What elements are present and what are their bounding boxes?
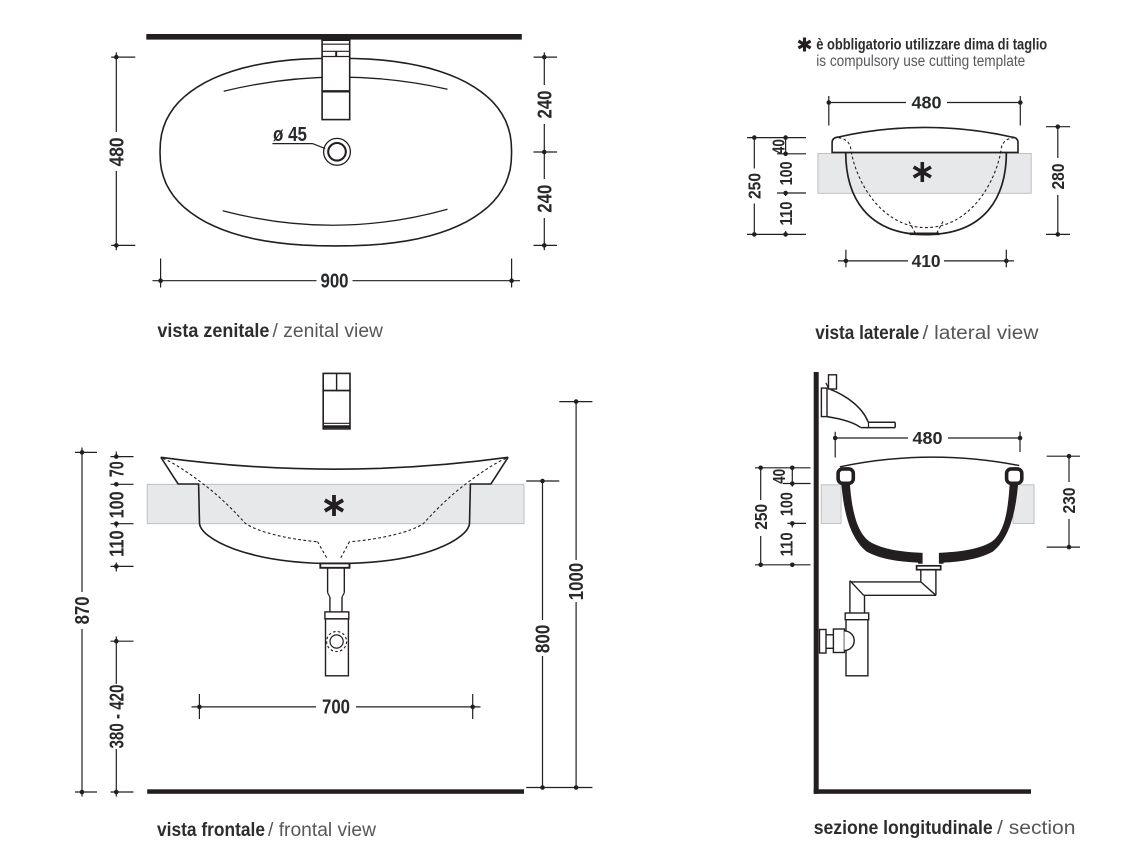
svg-text:is compulsory use cutting temp: is compulsory use cutting template — [816, 53, 1025, 70]
svg-text:40: 40 — [769, 469, 789, 484]
svg-text:110: 110 — [106, 530, 128, 557]
svg-text:480: 480 — [913, 428, 943, 448]
svg-text:250: 250 — [745, 173, 765, 199]
svg-text:870: 870 — [72, 596, 94, 624]
svg-text:240: 240 — [534, 185, 556, 213]
svg-text:900: 900 — [321, 271, 349, 293]
svg-text:280: 280 — [1048, 163, 1068, 189]
svg-text:110: 110 — [777, 532, 797, 556]
svg-text:410: 410 — [912, 251, 941, 271]
svg-text:1000: 1000 — [566, 563, 588, 601]
svg-text:/ lateral view: / lateral view — [923, 323, 1039, 344]
svg-text:vista zenitale: vista zenitale — [157, 321, 269, 342]
svg-text:/ section: / section — [997, 818, 1076, 839]
svg-text:480: 480 — [106, 137, 128, 166]
svg-text:100: 100 — [106, 491, 128, 518]
svg-text:ø 45: ø 45 — [273, 124, 307, 146]
svg-text:/ zenital view: / zenital view — [273, 321, 384, 342]
svg-text:100: 100 — [776, 161, 796, 185]
svg-text:800: 800 — [533, 625, 555, 654]
svg-text:vista laterale: vista laterale — [815, 323, 919, 344]
svg-text:40: 40 — [769, 139, 789, 154]
svg-text:è obbligatorio utilizzare dima: è obbligatorio utilizzare dima di taglio — [816, 37, 1047, 54]
svg-text:110: 110 — [776, 201, 796, 225]
svg-text:230: 230 — [1059, 487, 1079, 513]
svg-text:100: 100 — [777, 492, 797, 516]
svg-text:/ frontal view: / frontal view — [268, 820, 376, 841]
svg-text:480: 480 — [912, 93, 942, 113]
svg-text:700: 700 — [322, 697, 350, 719]
svg-text:250: 250 — [751, 504, 771, 530]
svg-text:sezione longitudinale: sezione longitudinale — [814, 818, 993, 839]
svg-text:70: 70 — [106, 461, 128, 477]
svg-text:vista frontale: vista frontale — [157, 820, 265, 841]
svg-text:240: 240 — [534, 91, 556, 119]
svg-text:380 - 420: 380 - 420 — [106, 685, 128, 749]
